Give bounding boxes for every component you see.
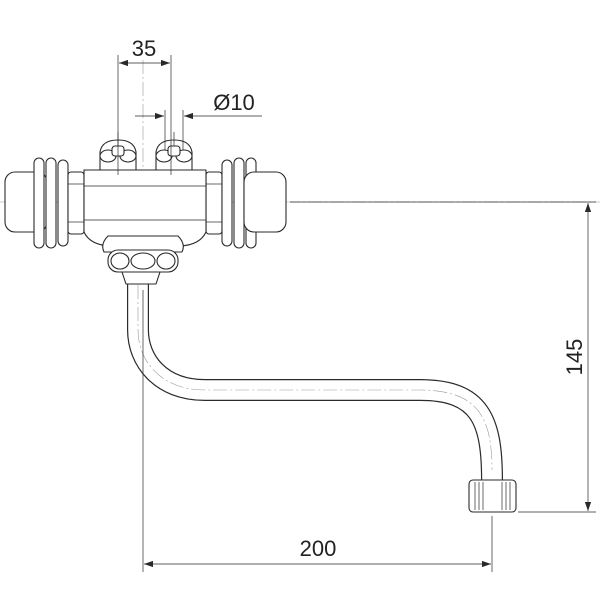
dimension-200: 200 [142,290,493,572]
mixer-body [83,169,207,253]
left-inlet-connector [4,157,85,249]
right-inlet-connector [205,157,287,249]
dimension-145-label: 145 [562,339,587,376]
dimension-145: 145 [290,201,596,513]
aerator-nozzle [468,479,517,513]
swivel-nut [107,249,179,285]
dimension-diameter-10-label: Ø10 [213,90,255,115]
dimension-200-label: 200 [300,536,337,561]
top-knob-right [155,132,193,171]
dimension-35-label: 35 [132,36,156,61]
dimension-35: 35 [117,36,172,175]
spout-pipe [127,280,503,481]
dimension-diameter-10: Ø10 [135,90,262,150]
